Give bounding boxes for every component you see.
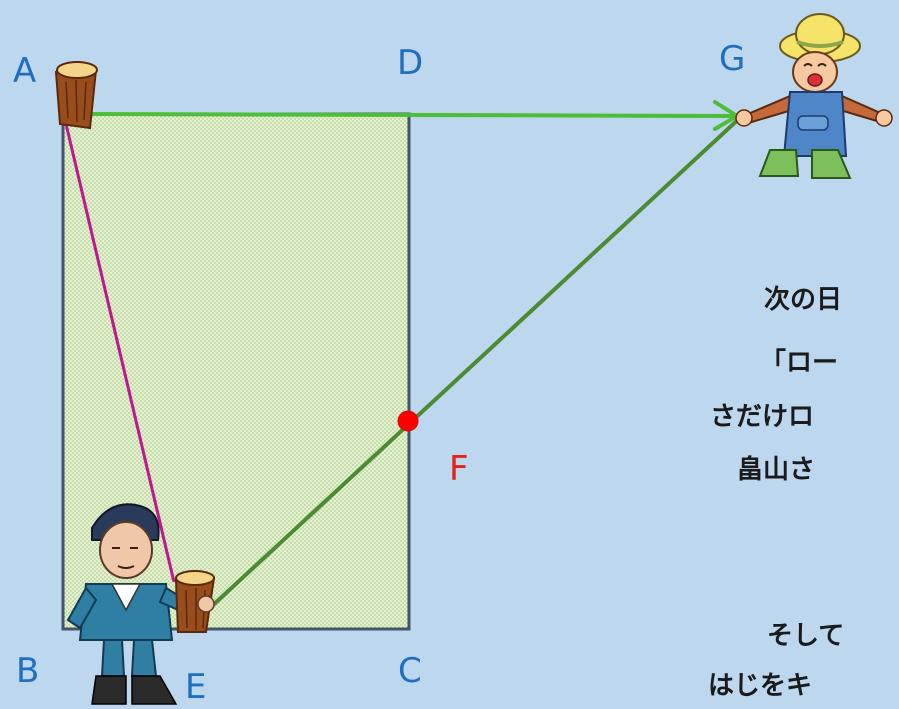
story-text-line-1: 次の日 (764, 285, 843, 315)
story-text-line-6: はじをキ (708, 671, 813, 701)
story-text-line-2: 「ロー (760, 348, 839, 378)
line-a-e (64, 123, 176, 583)
line-e-g (210, 114, 744, 608)
story-text-line-5: そして (767, 621, 845, 651)
farmer-icon (735, 13, 893, 179)
story-text-line-4: 畠山さ (737, 455, 816, 485)
story-text-line-3: さだけロ (710, 402, 815, 432)
arrow-d-g (89, 112, 736, 118)
old-man-icon (66, 503, 198, 705)
stake-icon (54, 61, 98, 130)
label-point-g: G (719, 39, 746, 79)
label-point-a: A (13, 51, 37, 91)
label-point-e: E (185, 667, 207, 707)
label-point-d: D (397, 43, 424, 83)
label-point-b: B (16, 651, 40, 691)
label-point-f: F (449, 449, 469, 489)
stake-icon (174, 570, 216, 633)
label-point-c: C (398, 651, 422, 691)
point-f (397, 410, 419, 432)
